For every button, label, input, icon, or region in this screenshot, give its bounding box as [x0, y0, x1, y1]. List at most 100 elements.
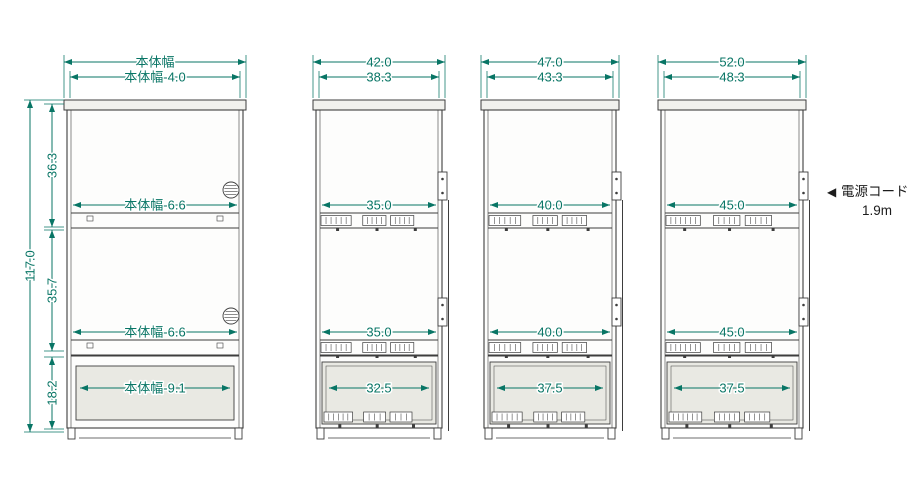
screw-dot: [338, 424, 342, 428]
screw-dot: [546, 424, 550, 428]
screw-dot: [336, 228, 340, 231]
dimension-label: 本体幅-9.1: [124, 381, 185, 396]
cabinet-foot: [661, 427, 670, 440]
cabinet-foot: [794, 427, 803, 440]
dimension-label: 48.3: [719, 70, 744, 85]
cabinet-top-panel: [312, 99, 446, 111]
dimension-label: 37.5: [537, 381, 562, 396]
screw-dot: [728, 355, 732, 358]
vent-icon: [222, 307, 240, 325]
shelf-peg: [216, 215, 224, 222]
drawer-slide-rail: [713, 215, 741, 226]
drawer-slide-rail: [390, 215, 415, 226]
screw-dot: [412, 424, 415, 428]
power-cord-length: 1.9m: [862, 203, 892, 218]
drawer-slide-rail: [744, 342, 772, 353]
screw-dot: [375, 228, 379, 231]
drawer-slide-rail: [713, 342, 741, 353]
screw-dot: [685, 424, 689, 428]
screw-dot: [375, 355, 379, 358]
door-hinge: [798, 171, 809, 201]
hinge-screw: [802, 317, 805, 321]
power-cord-annotation: ◀ 電源コード 1.9m: [827, 184, 909, 218]
dimension-label: 35.7: [45, 278, 60, 303]
screw-dot: [336, 355, 340, 358]
drawer-slide-rail: [561, 342, 587, 353]
cabinet-foot: [234, 427, 243, 440]
drawer-slide-rail: [532, 215, 558, 226]
dimension-label: 本体幅-4.0: [124, 70, 185, 85]
dimension-label: 47.0: [537, 55, 562, 70]
dimension-label: 35.0: [366, 198, 391, 213]
drawer-slide-rail: [362, 342, 387, 353]
hinge-screw: [802, 303, 805, 307]
dimension-label: 45.0: [719, 198, 744, 213]
hinge-screw: [441, 191, 444, 195]
door-hinge: [437, 297, 448, 327]
hinge-screw: [441, 177, 444, 181]
drawer-slide-rail: [665, 342, 701, 353]
hinge-screw: [615, 177, 618, 181]
dimension-label: 117.0: [23, 250, 38, 282]
screw-dot: [728, 424, 732, 428]
vent-icon: [222, 181, 240, 199]
screw-dot: [771, 228, 775, 231]
dimension-label: 32.5: [366, 381, 391, 396]
dimension-label: 37.5: [719, 381, 744, 396]
cabinet-4: 52.048.345.045.037.5: [657, 53, 810, 440]
screw-dot: [586, 228, 590, 231]
door-hinge: [798, 297, 809, 327]
left-dimensions: 117.036.335.718.2: [21, 99, 64, 433]
drawer-slide-rail: [665, 215, 701, 226]
drawer-slide-rail: [533, 411, 558, 423]
drawer-slide-rail: [744, 215, 772, 226]
hinge-screw: [615, 191, 618, 195]
cabinet-foot: [607, 427, 616, 440]
shelf-peg: [216, 342, 224, 349]
hinge-screw: [441, 303, 444, 307]
cabinet-top-panel: [480, 99, 620, 111]
cabinet-3: 47.043.3 40.0 40.0 37.5: [480, 53, 623, 440]
drawer-slide-rail: [561, 411, 586, 423]
cabinet-foot: [67, 427, 76, 440]
screw-dot: [375, 424, 379, 428]
screw-dot: [546, 355, 550, 358]
screw-dot: [683, 228, 687, 231]
dimension-label: 本体幅-6.6: [124, 198, 185, 213]
screw-dot: [683, 355, 687, 358]
shelf-peg: [86, 342, 94, 349]
cabinet-foot: [316, 427, 325, 440]
screw-dot: [413, 228, 417, 231]
screw-dot: [413, 355, 417, 358]
dimension-label: 18.2: [45, 380, 60, 405]
door-hinge: [437, 171, 448, 201]
screw-dot: [771, 355, 775, 358]
screw-dot: [586, 355, 590, 358]
power-cord-label: 電源コード: [841, 184, 909, 199]
screw-dot: [507, 424, 511, 428]
dimension-label: 40.0: [537, 325, 562, 340]
door-hinge: [611, 297, 622, 327]
screw-dot: [504, 355, 508, 358]
dimension-label: 本体幅: [135, 55, 174, 70]
drawer-slide-rail: [714, 411, 740, 423]
hinge-screw: [802, 191, 805, 195]
screw-dot: [584, 424, 588, 428]
dimension-label: 43.3: [537, 70, 562, 85]
dimension-label: 45.0: [719, 325, 744, 340]
cabinet-top-panel: [657, 99, 807, 111]
cabinet-foot: [484, 427, 493, 440]
cabinet-top-panel: [63, 99, 247, 111]
cabinet-2: 42.038.335.035.032.5: [312, 53, 449, 440]
drawer-slide-rail: [744, 411, 771, 423]
drawer-slide-rail: [532, 342, 558, 353]
hinge-screw: [615, 317, 618, 321]
drawer-slide-rail: [668, 411, 703, 423]
dimension-label: 40.0: [537, 198, 562, 213]
drawer-slide-rail: [561, 215, 587, 226]
power-cord-pointer-icon: ◀: [827, 185, 837, 199]
dimension-label: 35.0: [366, 325, 391, 340]
